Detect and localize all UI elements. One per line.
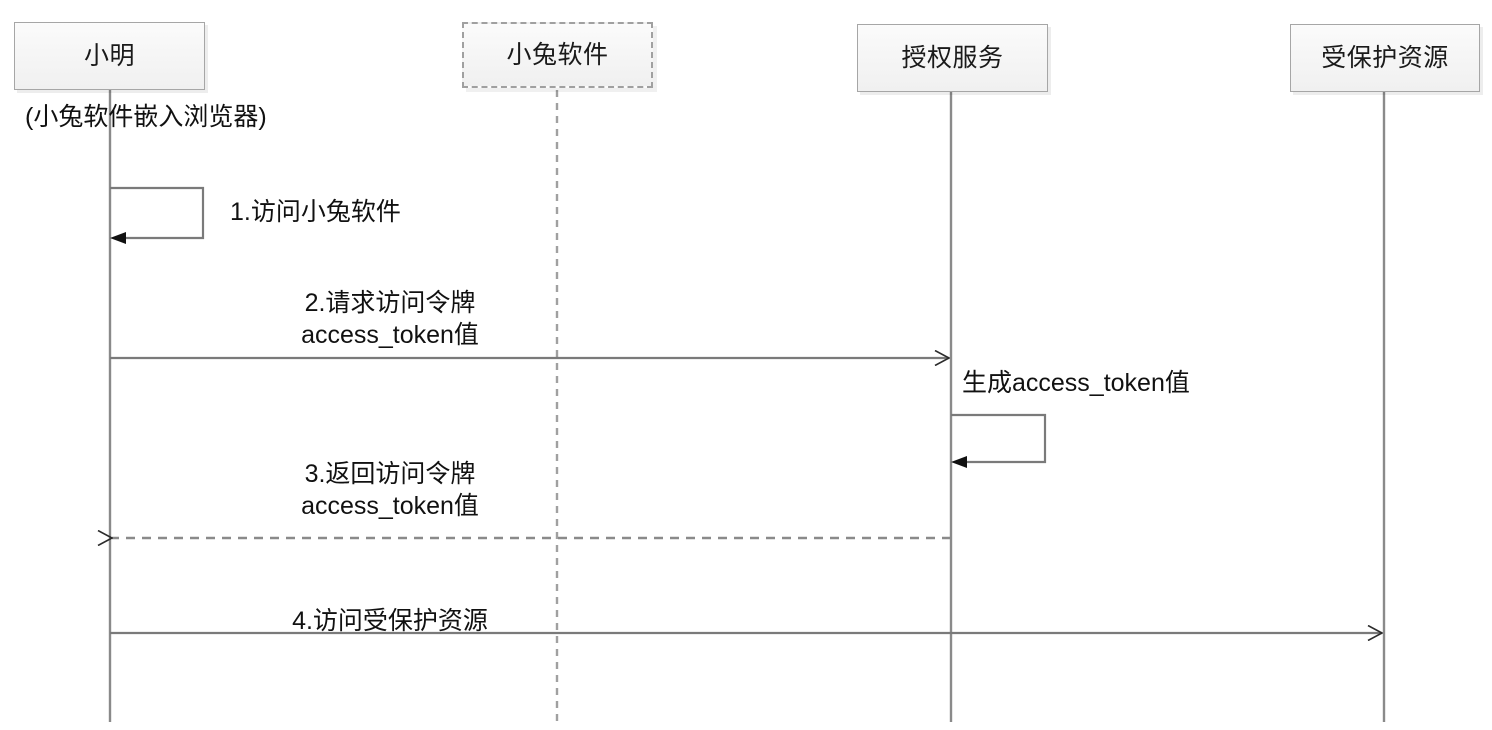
participant-box-authserver[interactable]: 授权服务 [857, 24, 1048, 92]
participant-label-xiaotu: 小兔软件 [506, 40, 609, 69]
participant-label-xiaoming: 小明 [83, 41, 135, 70]
message-3-label-line1: 3.返回访问令牌 [304, 460, 476, 488]
participant-box-xiaoming[interactable]: 小明 [14, 22, 205, 90]
message-3-label-line2: access_token值 [301, 491, 479, 520]
message-1-label: 1.访问小兔软件 [230, 198, 401, 226]
message-2-label: 2.请求访问令牌 access_token值 [110, 288, 670, 351]
participant-label-authserver: 授权服务 [901, 43, 1004, 72]
message-4-label: 4.访问受保护资源 [292, 607, 488, 635]
message-3-label: 3.返回访问令牌 access_token值 [110, 459, 670, 522]
message-generate-token-label: 生成access_token值 [962, 369, 1190, 397]
participant-box-xiaotu[interactable]: 小兔软件 [462, 22, 653, 88]
message-1-self-call-arrow [110, 186, 205, 244]
message-generate-token-self-call-arrow [951, 413, 1047, 468]
message-2-label-line1: 2.请求访问令牌 [304, 289, 476, 317]
note-browser-embedded: (小兔软件嵌入浏览器) [25, 103, 267, 131]
participant-box-resource[interactable]: 受保护资源 [1290, 24, 1480, 92]
message-2-label-line2: access_token值 [301, 320, 479, 349]
participant-label-resource: 受保护资源 [1321, 43, 1449, 72]
